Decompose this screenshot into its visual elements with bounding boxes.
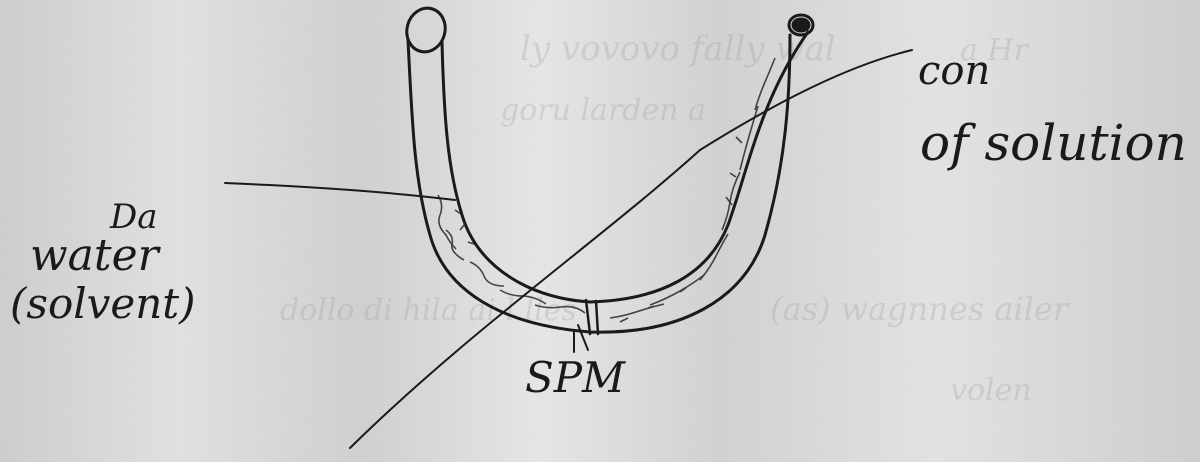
- svg-text:(as) wagnnes ailer: (as) wagnnes ailer: [770, 290, 1070, 328]
- label-spm: SPM: [525, 353, 626, 402]
- label-water: water: [30, 230, 162, 281]
- label-con: con: [918, 48, 990, 94]
- label-of-solution: of solution: [920, 114, 1187, 172]
- right-tube-opening-fill: [793, 19, 809, 31]
- svg-text:volen: volen: [950, 373, 1032, 408]
- svg-text:goru larden a: goru larden a: [500, 93, 706, 128]
- label-solvent: (solvent): [10, 279, 196, 328]
